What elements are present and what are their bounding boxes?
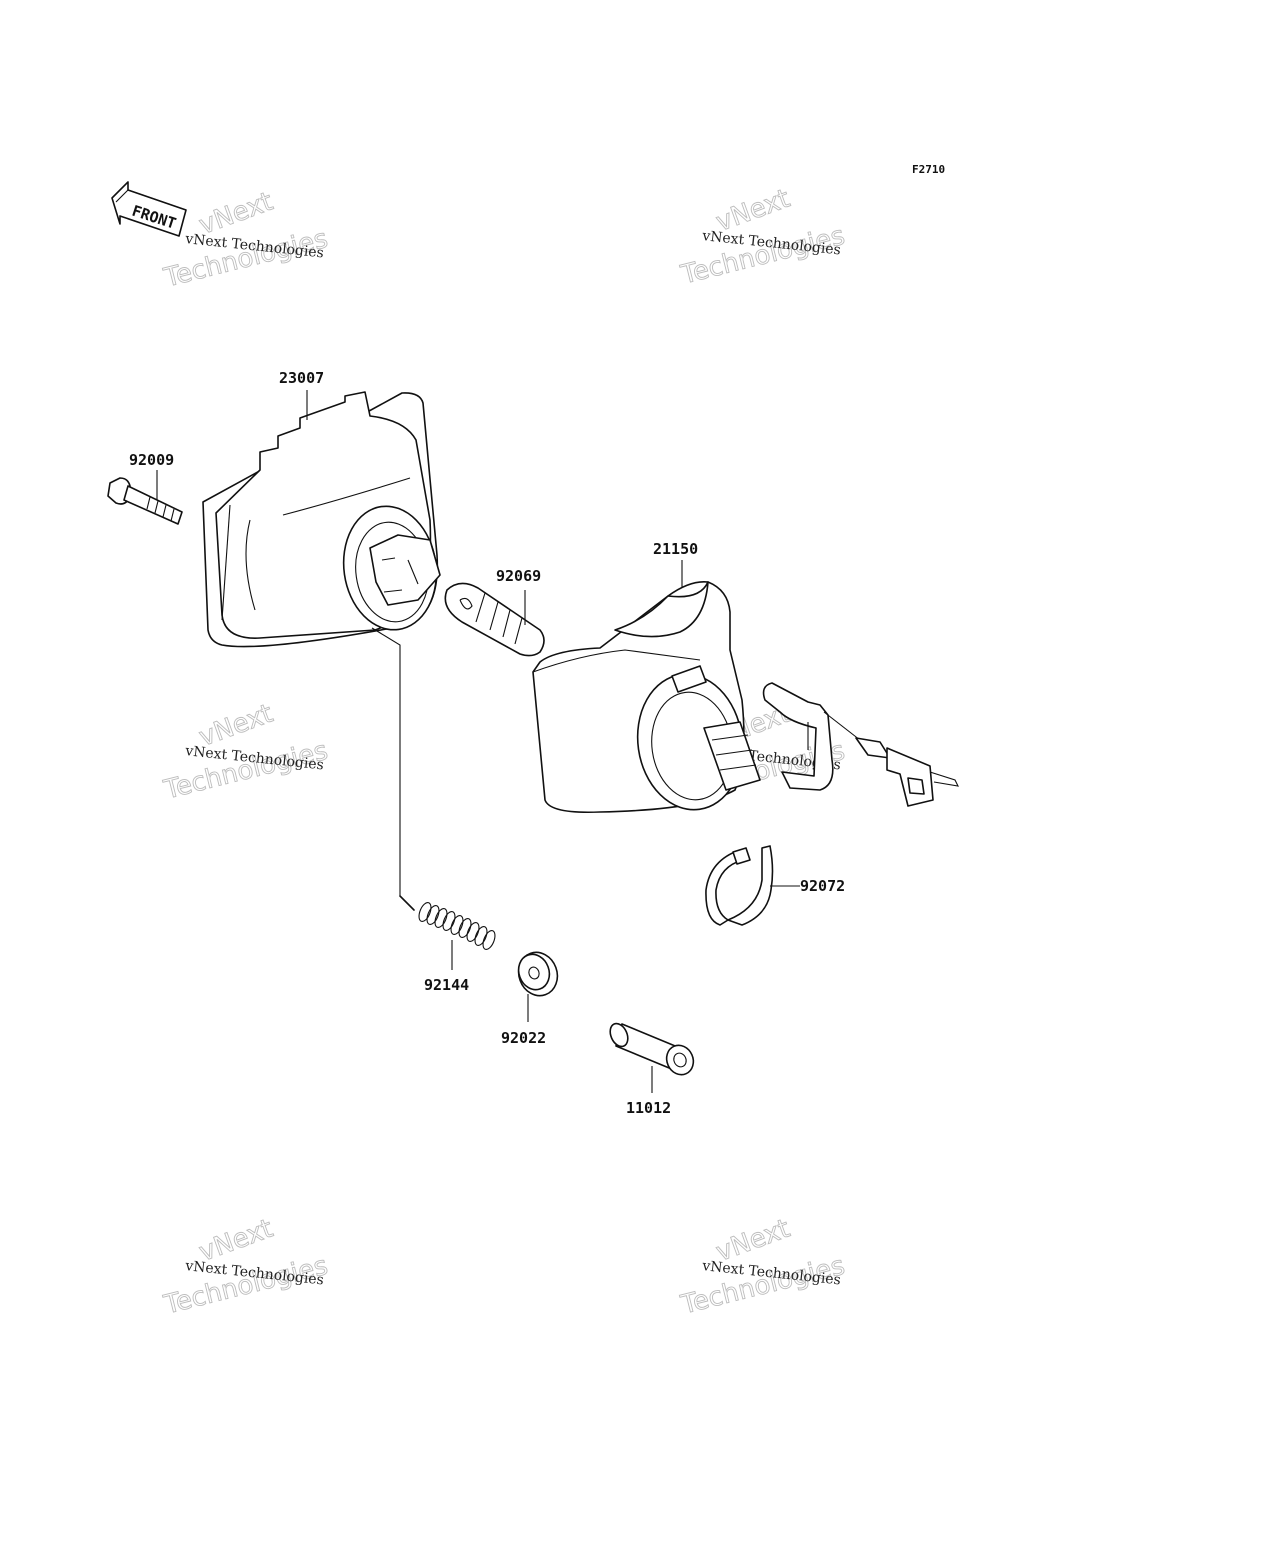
part-label-92022: 92022 xyxy=(501,1029,546,1047)
spring-part xyxy=(399,895,496,970)
part-label-92069: 92069 xyxy=(496,567,541,585)
part-label-21150: 21150 xyxy=(653,540,698,558)
watermark-bottom-right: vNext Technologies vNext Technologies xyxy=(677,1213,848,1321)
housing-part xyxy=(202,391,441,896)
collar-part xyxy=(609,1022,695,1093)
part-label-92072: 92072 xyxy=(800,877,845,895)
front-arrow-icon: FRONT xyxy=(111,181,187,237)
bolt-part xyxy=(107,470,183,525)
watermark-bottom-left: vNext Technologies vNext Technologies xyxy=(160,1213,331,1321)
watermark-mid-left: vNext Technologies vNext Technologies xyxy=(160,698,331,806)
part-label-92009: 92009 xyxy=(129,451,174,469)
part-label-11012: 11012 xyxy=(626,1099,671,1117)
watermark-top-left: vNext Technologies vNext Technologies xyxy=(160,186,331,294)
washer-part xyxy=(517,951,559,1022)
part-label-92144: 92144 xyxy=(424,976,469,994)
clamp-part xyxy=(705,845,800,926)
bulb-part xyxy=(444,582,545,657)
figure-code: F2710 xyxy=(912,163,945,176)
part-label-23007: 23007 xyxy=(279,369,324,387)
socket-cover-part xyxy=(532,560,959,814)
watermark-top-right: vNext Technologies vNext Technologies xyxy=(677,183,848,291)
